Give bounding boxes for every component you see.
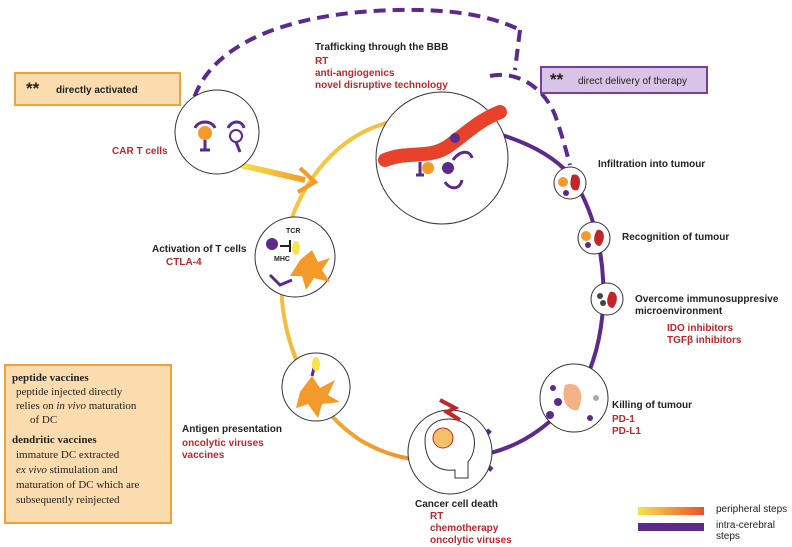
- legend-peripheral-swatch: [638, 507, 704, 515]
- trafficking-item-1: RT: [315, 56, 329, 67]
- death-item-1: RT: [430, 511, 444, 522]
- peptide-vaccines-title: peptide vaccines: [12, 372, 89, 384]
- dashed-arc-left: [188, 7, 521, 116]
- overcome-title-1: Overcome immunosuppresive: [635, 294, 779, 305]
- car-t-label: CAR T cells: [112, 146, 168, 157]
- peptide-line-3: of DC: [30, 414, 58, 426]
- antigen-title: Antigen presentation: [182, 424, 283, 435]
- legend-intracerebral-swatch: [638, 523, 704, 531]
- activation-icon: [266, 238, 330, 290]
- recognition-title: Recognition of tumour: [622, 232, 730, 243]
- death-item-2: chemotherapy: [430, 523, 499, 534]
- directly-activated-stars: **: [26, 79, 40, 98]
- dendritic-line-2: ex vivo stimulation and: [16, 464, 118, 476]
- car-t-cells-icon: [193, 120, 246, 153]
- direct-delivery-label: direct delivery of therapy: [578, 76, 687, 87]
- blood-vessel-icon: [378, 105, 507, 167]
- trafficking-item-3: novel disruptive technology: [315, 80, 448, 91]
- dendritic-vaccines-title: dendritic vaccines: [12, 434, 97, 446]
- death-title: Cancer cell death: [415, 499, 498, 510]
- killing-item-1: PD-1: [612, 414, 635, 425]
- peptide-line-2: relies on in vivo maturation: [16, 400, 137, 412]
- overcome-circle: [590, 282, 624, 316]
- tcr-label: TCR: [286, 228, 301, 235]
- recognition-icon: [581, 229, 604, 248]
- killing-title: Killing of tumour: [612, 400, 692, 411]
- mhc-label: MHC: [274, 256, 290, 263]
- activation-title: Activation of T cells: [152, 244, 247, 255]
- direct-delivery-stars: **: [550, 70, 564, 89]
- killing-icon: [546, 384, 599, 421]
- infiltration-title: Infiltration into tumour: [598, 159, 706, 170]
- killing-item-2: PD-L1: [612, 426, 641, 437]
- dashed-arc-right: [489, 29, 572, 166]
- overcome-item-1: IDO inhibitors: [667, 323, 734, 334]
- infiltration-icon: [558, 174, 580, 196]
- infiltration-circle: [553, 166, 587, 200]
- overcome-title-2: microenvironment: [635, 306, 723, 317]
- directly-activated-label: directly activated: [56, 85, 138, 96]
- brain-head-icon: [424, 398, 475, 479]
- car-t-circle: [174, 89, 260, 175]
- bbb-t-cells-icon: [416, 133, 474, 190]
- overcome-item-2: TGFβ inhibitors: [667, 335, 742, 346]
- peptide-line-1: peptide injected directly: [16, 386, 123, 398]
- dendritic-line-4: subsequently reinjected: [16, 494, 120, 506]
- direct-delivery-box: ** direct delivery of therapy: [540, 66, 708, 94]
- trafficking-item-2: anti-angiogenics: [315, 68, 395, 79]
- dendritic-line-3: maturation of DC which are: [16, 479, 140, 491]
- antigen-item-2: vaccines: [182, 450, 225, 461]
- trafficking-title: Trafficking through the BBB: [315, 42, 449, 53]
- antigen-presentation-icon: [296, 357, 340, 418]
- legend-peripheral-label: peripheral steps: [716, 504, 788, 515]
- activation-item-1: CTLA-4: [166, 257, 202, 268]
- ring-peripheral-arc: [279, 118, 441, 463]
- death-item-3: oncolytic viruses: [430, 535, 512, 546]
- dendritic-line-1: immature DC extracted: [16, 449, 120, 461]
- lightning-icon: [439, 398, 462, 422]
- legend-intracerebral-label: intra-cerebral steps: [716, 520, 775, 542]
- antigen-item-1: oncolytic viruses: [182, 438, 264, 449]
- vaccines-box: peptide vaccines peptide injected direct…: [4, 364, 172, 524]
- directly-activated-box: ** directly activated: [14, 72, 181, 106]
- car-t-arrow: [239, 162, 306, 183]
- car-t-arrow-head: [296, 166, 319, 194]
- overcome-icon: [597, 291, 617, 308]
